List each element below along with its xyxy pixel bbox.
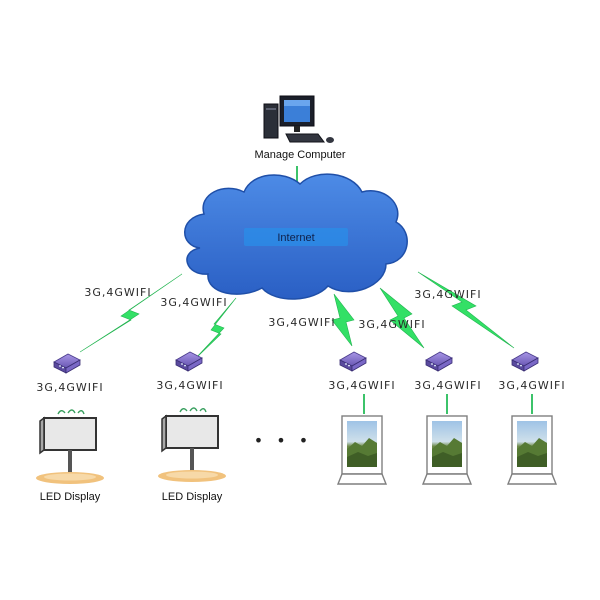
link-label-2: 3G,4GWIFI — [160, 296, 227, 309]
kiosk-screen-icon — [337, 415, 387, 485]
link-label-5: 3G,4GWIFI — [414, 288, 481, 301]
lightning-icon — [79, 271, 515, 361]
router-label-4: 3G,4GWIFI — [414, 379, 481, 392]
router-icon — [511, 351, 539, 372]
cloud-icon — [184, 173, 408, 300]
more-devices-ellipsis: • • • — [254, 431, 312, 450]
router-icon — [53, 353, 81, 374]
router-label-1: 3G,4GWIFI — [36, 381, 103, 394]
router-icon — [175, 351, 203, 372]
router-label-2: 3G,4GWIFI — [156, 379, 223, 392]
computer-icon — [263, 95, 334, 143]
kiosk-screen-icon — [422, 415, 472, 485]
router-icon — [425, 351, 453, 372]
router-label-5: 3G,4GWIFI — [498, 379, 565, 392]
internet-label: Internet — [277, 232, 314, 244]
led-billboard-icon — [35, 409, 105, 485]
router-icon — [339, 351, 367, 372]
manage-computer-label: Manage Computer — [254, 149, 345, 161]
link-label-3: 3G,4GWIFI — [268, 316, 335, 329]
led-billboard-icon — [157, 407, 227, 483]
led-display-label-2: LED Display — [162, 491, 223, 503]
link-label-4: 3G,4GWIFI — [358, 318, 425, 331]
router-label-3: 3G,4GWIFI — [328, 379, 395, 392]
link-label-1: 3G,4GWIFI — [84, 286, 151, 299]
led-display-label-1: LED Display — [40, 491, 101, 503]
kiosk-screen-icon — [507, 415, 557, 485]
